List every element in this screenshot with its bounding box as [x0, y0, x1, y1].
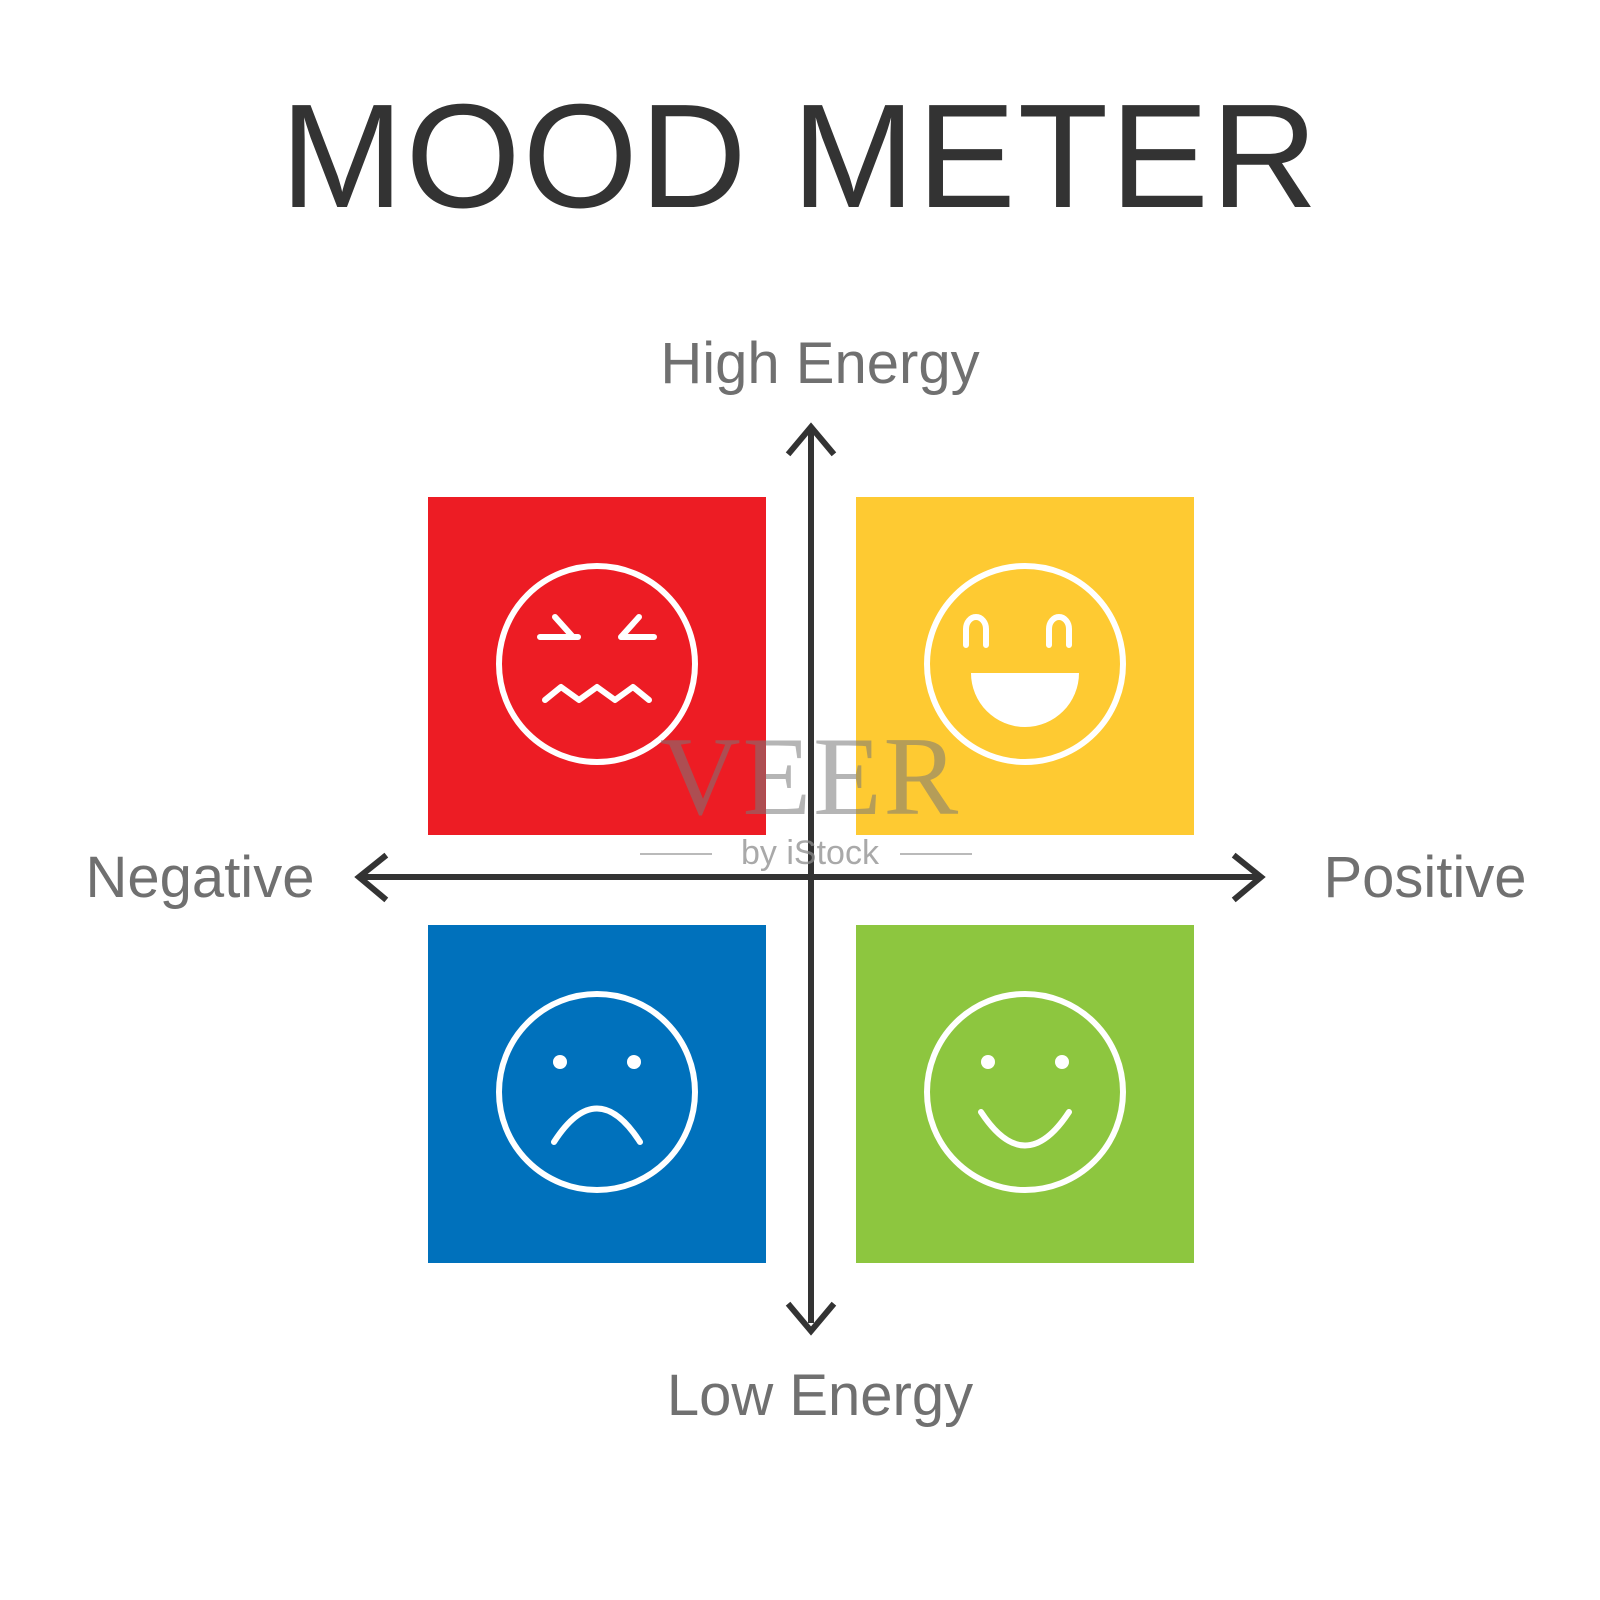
- arrow-up-icon: [785, 422, 837, 457]
- watermark-logo: VEER: [659, 715, 961, 839]
- page-title: MOOD METER: [280, 74, 1320, 239]
- arrow-right-icon: [1231, 852, 1266, 903]
- sad-face-icon: [496, 991, 698, 1193]
- quadrant-low-positive-box: [856, 925, 1194, 1263]
- sad-right-eye: [627, 1055, 641, 1069]
- axis-label-low-energy: Low Energy: [666, 1363, 974, 1428]
- watermark-byline: by iStock: [741, 834, 879, 872]
- quadrant-low-negative-box: [428, 925, 766, 1263]
- smiling-face-icon: [924, 991, 1126, 1193]
- laughing-mouth: [971, 673, 1079, 727]
- axis-label-negative: Negative: [85, 845, 315, 910]
- watermark-rule-left: [640, 853, 712, 855]
- quadrant-high-negative-box: [428, 497, 766, 835]
- quadrant-high-negative: [428, 497, 766, 835]
- quadrant-low-negative: [428, 925, 766, 1263]
- smile-left-eye: [981, 1055, 995, 1069]
- laughing-face-icon: [924, 563, 1126, 765]
- quadrant-low-positive: [856, 925, 1194, 1263]
- quadrant-high-positive: [856, 497, 1194, 835]
- smile-right-eye: [1055, 1055, 1069, 1069]
- quadrant-high-positive-box: [856, 497, 1194, 835]
- axis-label-positive: Positive: [1323, 845, 1527, 910]
- arrow-left-icon: [354, 852, 389, 903]
- arrow-down-icon: [785, 1301, 837, 1336]
- watermark-rule-right: [900, 853, 972, 855]
- stressed-face-icon: [496, 563, 698, 765]
- sad-left-eye: [553, 1055, 567, 1069]
- axis-label-high-energy: High Energy: [660, 331, 980, 396]
